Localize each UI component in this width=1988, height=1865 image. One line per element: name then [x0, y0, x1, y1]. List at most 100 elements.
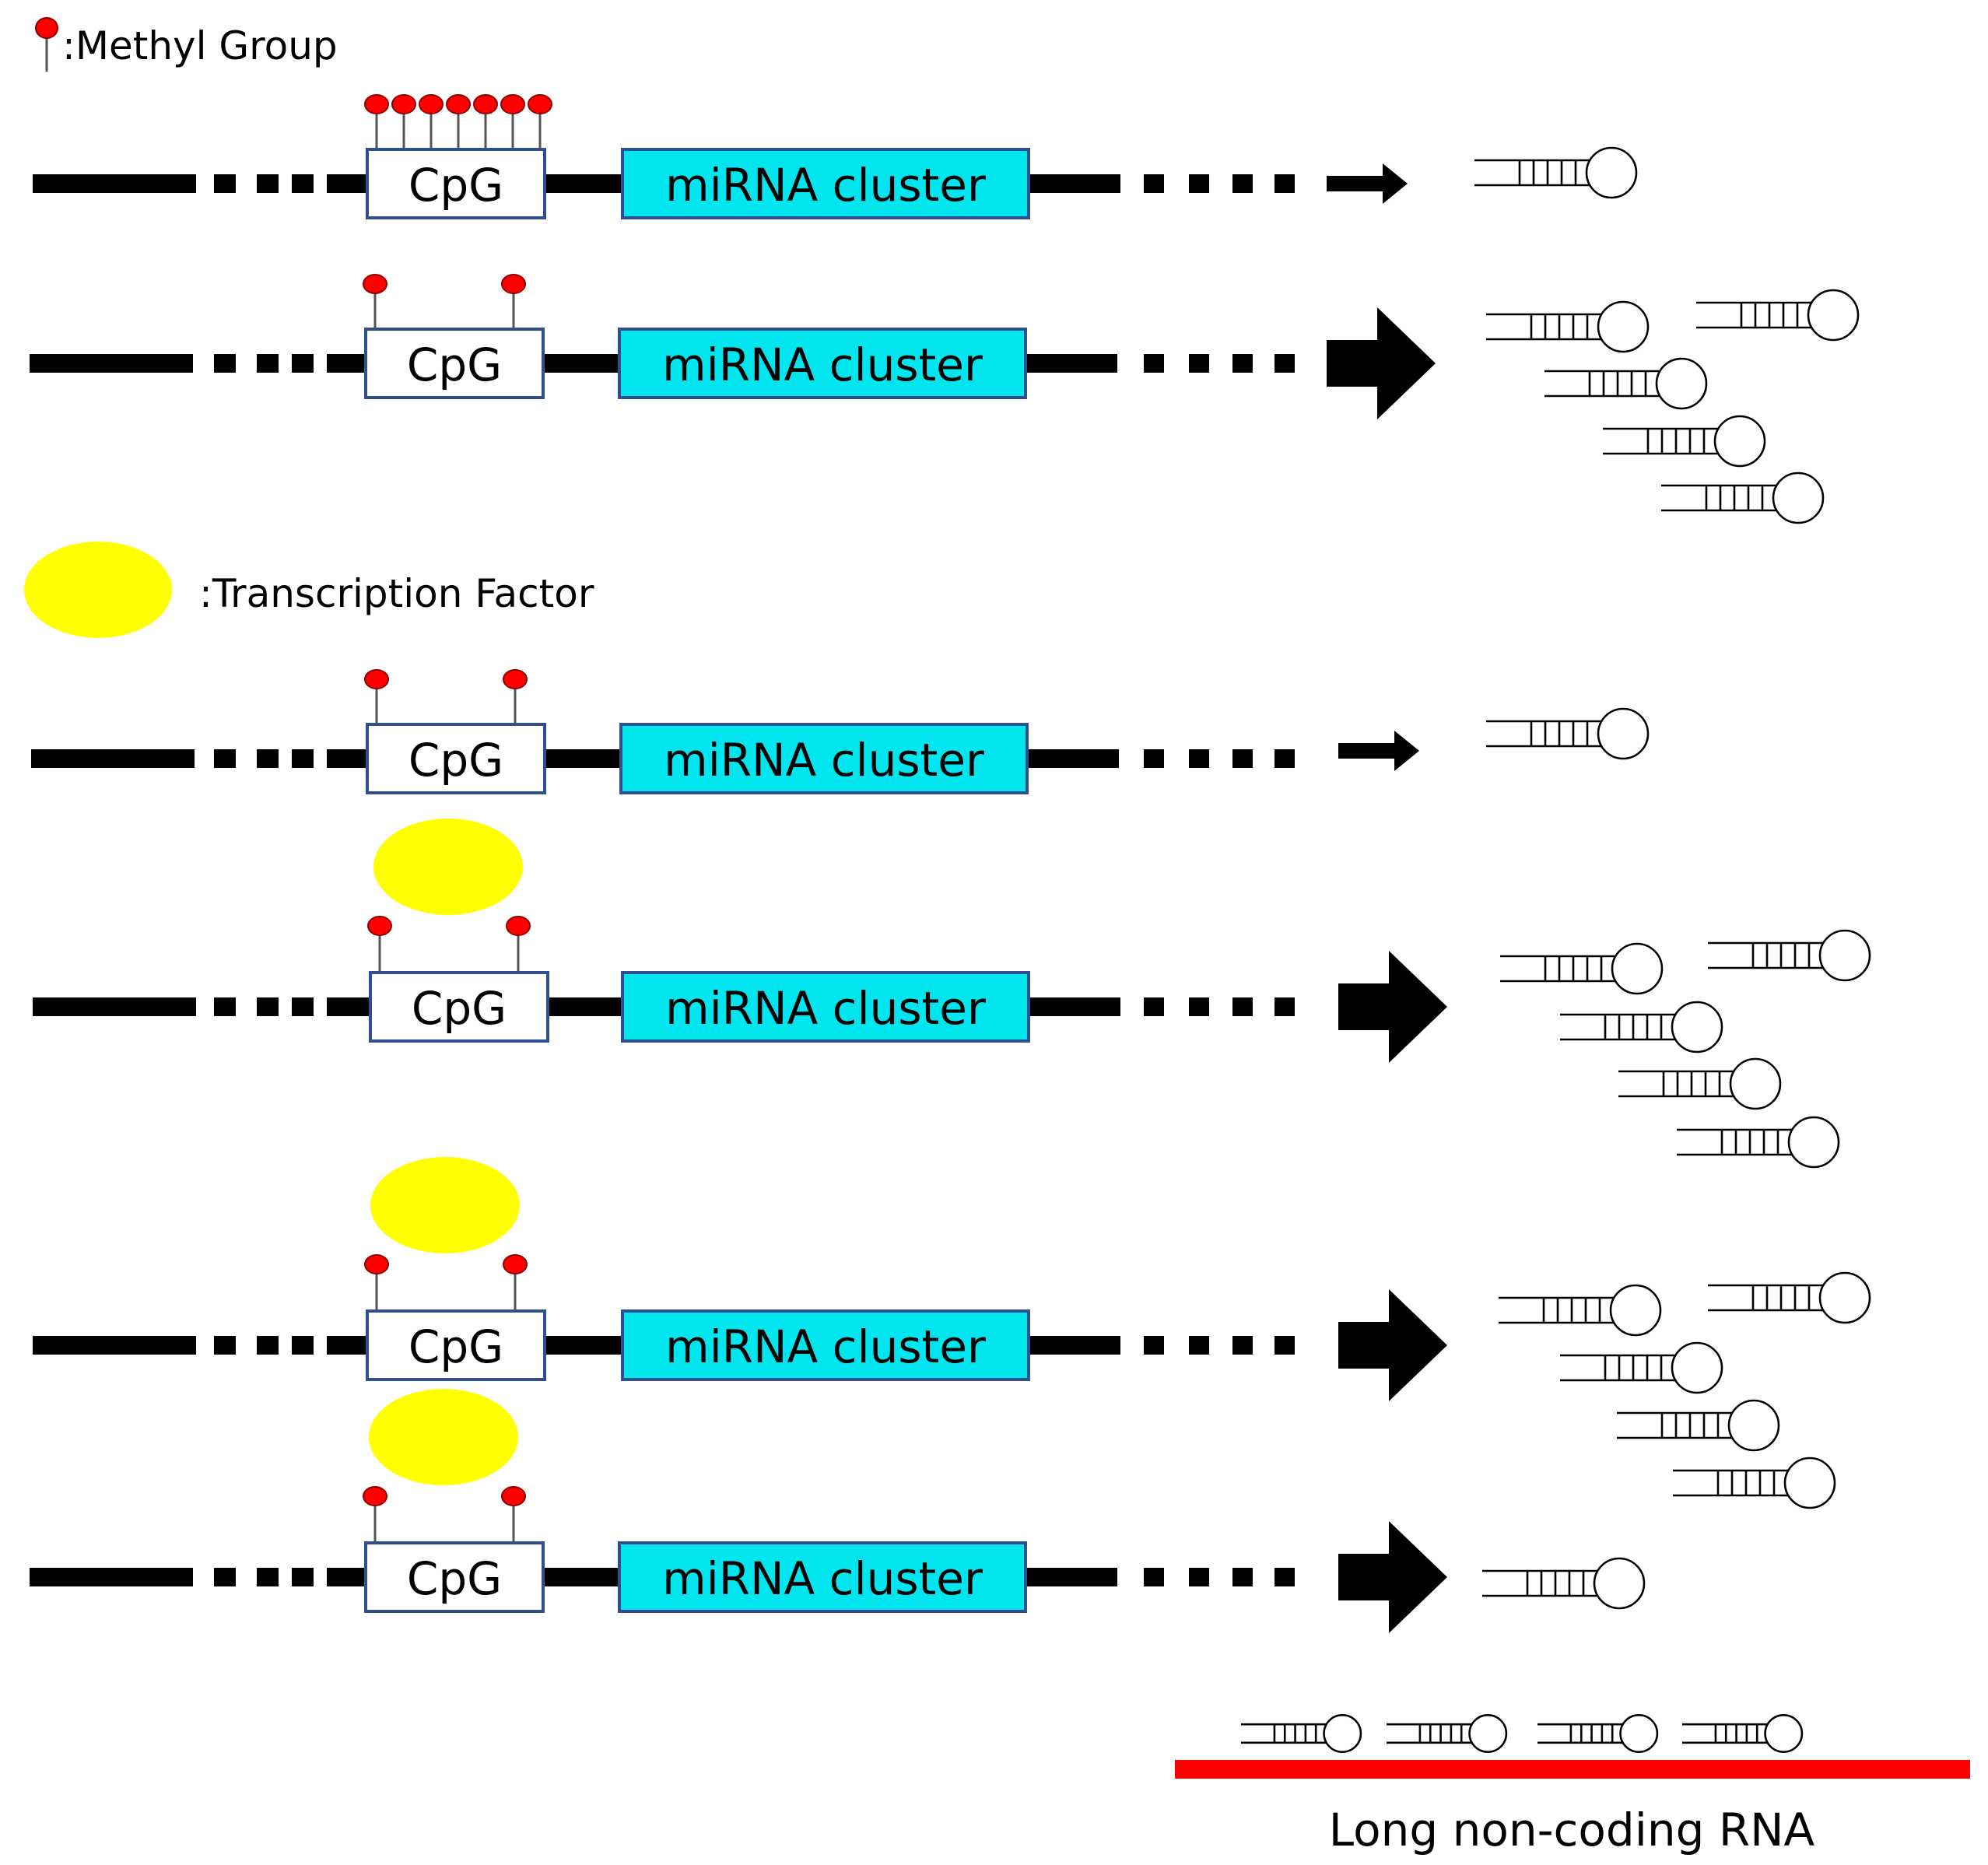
dna-dash [1274, 997, 1295, 1016]
mirna-hairpin [1499, 1284, 1662, 1337]
legend-methyl-icon [35, 17, 58, 39]
mirna-cluster-box [621, 148, 1030, 219]
dna-dash [1144, 1336, 1164, 1355]
dna-dash [214, 1336, 236, 1355]
dna-segment [327, 1568, 366, 1586]
mirna-cluster-label: miRNA cluster [665, 982, 986, 1035]
dna-dash [1189, 749, 1209, 768]
methyl-group [364, 1254, 389, 1274]
mirna-hairpin [1708, 929, 1871, 982]
methyl-group [501, 274, 526, 294]
mirna-hairpin [1387, 1714, 1508, 1753]
mirna-hairpin [1673, 1457, 1836, 1509]
dna-segment [1029, 1336, 1120, 1355]
mirna-hairpin [1696, 289, 1860, 342]
dna-dash [1144, 997, 1164, 1016]
dna-segment [545, 174, 622, 193]
expression-arrow-large [1338, 1521, 1447, 1633]
cpg-box [364, 328, 545, 399]
dna-segment [33, 997, 196, 1016]
cpg-box [366, 148, 546, 219]
mirna-cluster-label: miRNA cluster [662, 338, 983, 391]
cpg-label: CpG [412, 982, 507, 1035]
methyl-group [419, 94, 444, 114]
hairpin-loop [1597, 300, 1650, 353]
methyl-group [506, 916, 531, 936]
mirna-cluster-label: miRNA cluster [664, 734, 984, 787]
mirna-hairpin [1482, 1557, 1646, 1610]
hairpin-loop [1468, 1714, 1508, 1753]
hairpin-loop [1671, 1001, 1723, 1053]
hairpin-loop [1597, 707, 1650, 760]
mirna-cluster-label: miRNA cluster [662, 1552, 983, 1605]
dna-segment [33, 1336, 196, 1355]
mirna-hairpin [1661, 472, 1825, 524]
cpg-label: CpG [408, 1320, 503, 1373]
mirna-hairpin [1682, 1714, 1804, 1753]
hairpin-loop [1611, 942, 1664, 995]
mirna-products [1486, 289, 1860, 524]
dna-dash [1274, 1568, 1295, 1586]
legend-tf: :Transcription Factor [24, 542, 594, 638]
dna-segment [31, 749, 195, 768]
mirna-hairpin [1677, 1116, 1840, 1169]
dna-segment [543, 1568, 619, 1586]
lncrna-bar [1175, 1760, 1970, 1779]
expression-arrow-small [1327, 163, 1408, 204]
mirna-cluster-box [618, 1541, 1027, 1613]
dna-dash [1274, 174, 1295, 193]
dna-dash [1232, 354, 1253, 373]
lncrna-label: Long non-coding RNA [1329, 1804, 1815, 1856]
mirna-cluster-box [621, 971, 1030, 1043]
expression-arrow-large [1338, 1289, 1447, 1401]
dna-dash [1144, 174, 1164, 193]
dna-dash [257, 1336, 279, 1355]
row-2: CpG miRNA cluster [30, 274, 1860, 524]
dna-dash [1189, 354, 1209, 373]
mirna-cluster-box [621, 1309, 1030, 1381]
methyl-group [503, 1254, 528, 1274]
dna-segment [327, 354, 366, 373]
dna-segment [1026, 354, 1117, 373]
hairpin-loop [1323, 1714, 1362, 1753]
hairpin-loop [1764, 1714, 1804, 1753]
dna-dash [1274, 749, 1295, 768]
cpg-box [369, 971, 549, 1043]
dna-dash [214, 174, 236, 193]
dna-dash [292, 1336, 314, 1355]
cpg-box [364, 1541, 545, 1613]
mirna-hairpin [1618, 1057, 1782, 1110]
dna-dash [1144, 1568, 1164, 1586]
dna-segment [1026, 1568, 1117, 1586]
hairpin-loop [1655, 357, 1708, 410]
dna-dash [1232, 1336, 1253, 1355]
methyl-group [446, 94, 471, 114]
dna-dash [257, 354, 279, 373]
expression-arrow-large [1338, 951, 1447, 1063]
lncrna-bound-mirnas [1241, 1714, 1804, 1753]
mirna-cluster-box [618, 328, 1027, 399]
dna-segment [33, 174, 196, 193]
mirna-hairpin [1500, 942, 1664, 995]
mirna-products [1500, 929, 1871, 1169]
hairpin-loop [1713, 415, 1766, 468]
hairpin-loop [1818, 1271, 1871, 1324]
dna-dash [292, 997, 314, 1016]
hairpin-loop [1609, 1284, 1662, 1337]
dna-segment [543, 354, 619, 373]
methyl-group [367, 916, 392, 936]
dna-segment [30, 354, 193, 373]
mirna-hairpin [1474, 146, 1638, 199]
methyl-group [363, 1486, 387, 1506]
dna-dash [257, 174, 279, 193]
hairpin-loop [1593, 1557, 1646, 1610]
mirna-hairpin [1708, 1271, 1871, 1324]
methyl-group [364, 669, 389, 689]
lncrna-group: Long non-coding RNA [1175, 1714, 1970, 1856]
hairpin-loop [1585, 146, 1638, 199]
cpg-label: CpG [407, 338, 502, 391]
